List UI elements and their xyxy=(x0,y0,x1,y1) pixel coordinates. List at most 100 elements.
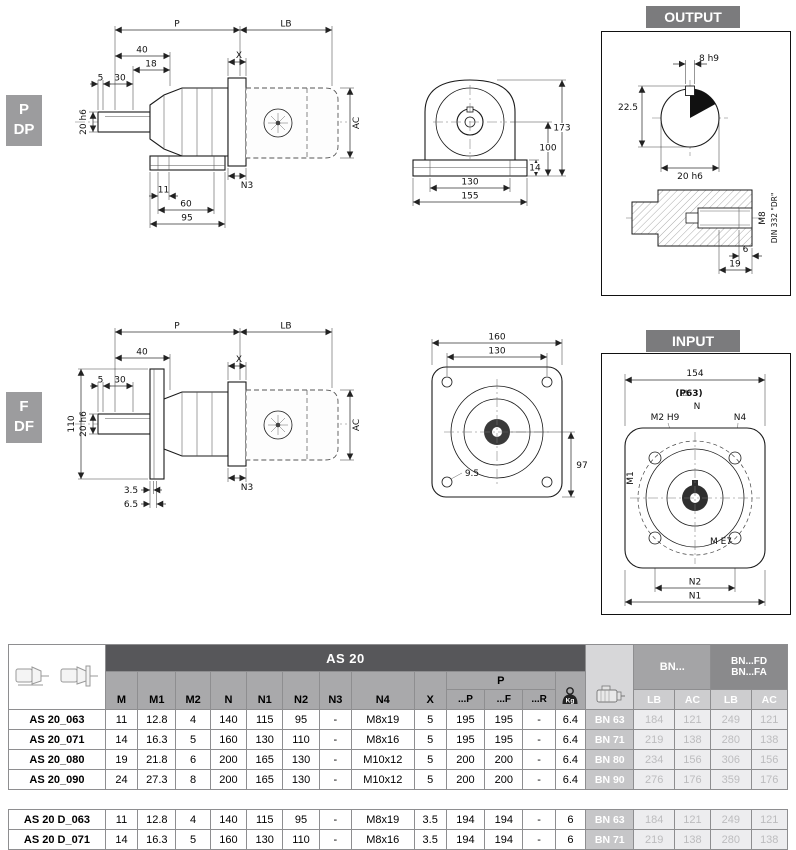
fdf-drawing: P LB 40 X 5 30 20 h6 110 AC N3 3.5 6.5 xyxy=(67,322,588,511)
dim-value: 195 xyxy=(484,709,524,730)
dim-label-173: 173 xyxy=(553,124,570,134)
col-header-n2: N2 xyxy=(282,671,320,710)
dim-value: M10x12 xyxy=(350,769,415,790)
dim-value: 130 xyxy=(246,729,284,750)
dim-value: 5 xyxy=(413,769,447,790)
dim-value: 6.4 xyxy=(554,729,587,750)
dim-value: 5 xyxy=(175,729,211,750)
base-front xyxy=(412,159,528,177)
kg-label: Kg xyxy=(566,698,575,705)
output-detail-drawing: 8 h9 22.5 20 h6 6 19 M8 DIN 332 "DR" xyxy=(618,54,779,274)
dim-value: 12.8 xyxy=(137,709,177,730)
dim-label-6-5: 6.5 xyxy=(124,500,138,510)
dim-value: 130 xyxy=(282,769,320,790)
dim-label-19: 19 xyxy=(729,260,741,270)
row-name: AS 20 D_063 xyxy=(8,809,106,830)
output-shaft xyxy=(97,413,151,435)
dim-value: - xyxy=(522,709,556,730)
dim-label-154: 154 xyxy=(686,369,703,379)
dim-value: 5 xyxy=(413,749,447,770)
dim-label-110: 110 xyxy=(67,415,77,432)
dimensions-table: AS 20 BN... BN xyxy=(8,644,788,850)
dim-label-m2: M2 H9 xyxy=(651,413,680,423)
motor-dim-value: 176 xyxy=(750,769,788,790)
dim-label-n4: N4 xyxy=(734,413,747,423)
dim-label-30: 30 xyxy=(114,74,126,84)
gearbox-housing xyxy=(149,87,229,157)
col-header-m1: M1 xyxy=(137,671,177,710)
mounting-label-dp: DP xyxy=(13,121,35,139)
motor-dim-value: 219 xyxy=(633,829,675,850)
output-drawing-frame: 8 h9 22.5 20 h6 6 19 M8 DIN 332 "DR" xyxy=(601,31,791,296)
dim-value: 6.4 xyxy=(554,749,587,770)
pdp-dimension-lines xyxy=(89,26,354,228)
dim-value: - xyxy=(318,729,352,750)
motor-dim-value: 306 xyxy=(710,749,752,770)
output-flange xyxy=(149,368,165,480)
dim-label-130: 130 xyxy=(461,178,478,188)
dim-value: - xyxy=(318,809,352,830)
dim-value: 195 xyxy=(445,729,486,750)
dim-value: 5 xyxy=(413,729,447,750)
dim-value: - xyxy=(522,809,556,830)
dim-value: 110 xyxy=(282,829,320,850)
input-section-header: INPUT xyxy=(646,330,740,352)
bnfd-header: BN...FD BN...FA xyxy=(710,644,788,690)
dim-value: 115 xyxy=(246,709,284,730)
dim-value: - xyxy=(522,729,556,750)
dim-value: 14 xyxy=(104,829,139,850)
dim-value: 5 xyxy=(413,709,447,730)
pdp-drawing: P LB 40 18 X 5 30 20 h6 AC N3 11 60 95 xyxy=(75,20,571,228)
col-header-pr: ...R xyxy=(522,689,556,710)
dim-value: 21.8 xyxy=(137,749,177,770)
motor-dim-value: 219 xyxy=(633,729,675,750)
mounting-label-pdp: P DP xyxy=(6,95,42,146)
dim-label-9-5: 9.5 xyxy=(465,469,479,479)
dim-label-shaft-dia: 20 h6 xyxy=(677,172,703,182)
dim-value: 194 xyxy=(484,829,524,850)
dim-value: - xyxy=(318,829,352,850)
col-header-pf: ...F xyxy=(484,689,524,710)
col-header-n1: N1 xyxy=(246,671,284,710)
dim-label-155: 155 xyxy=(461,192,478,202)
keyway-slot xyxy=(685,85,695,96)
dim-value: 195 xyxy=(445,709,486,730)
dim-label-60: 60 xyxy=(180,200,192,210)
dim-label-160: 160 xyxy=(488,333,505,343)
fdf-front-view: 160 130 97 9.5 xyxy=(431,333,588,498)
gearbox-housing xyxy=(163,391,229,457)
dim-value: 16.3 xyxy=(137,829,177,850)
pdp-front-view: 14 100 173 130 155 xyxy=(412,79,571,206)
motor-dim-value: 121 xyxy=(673,809,712,830)
dim-value: M8x16 xyxy=(350,829,415,850)
col-header-m2: M2 xyxy=(175,671,211,710)
dim-value: 11 xyxy=(104,709,139,730)
motor-dim-value: 234 xyxy=(633,749,675,770)
dim-value: 200 xyxy=(445,749,486,770)
mounting-label-df: DF xyxy=(14,418,34,436)
dim-label-p63: (P63) xyxy=(675,389,702,399)
dim-value: 6 xyxy=(554,809,587,830)
dim-value: 6.4 xyxy=(554,709,587,730)
dim-value: 165 xyxy=(246,749,284,770)
dim-value: 160 xyxy=(209,729,248,750)
dim-value: 140 xyxy=(209,709,248,730)
motor-dim-value: 184 xyxy=(633,709,675,730)
table-wrapper: AS 20 BN... BN xyxy=(8,644,788,850)
output-section-header: OUTPUT xyxy=(646,6,740,28)
mounting-label-p: P xyxy=(18,101,29,118)
mounting-label-f: F xyxy=(19,398,29,415)
dim-value: 8 xyxy=(175,769,211,790)
input-detail-drawing: 154 ⚠ (P63) N M2 H9 N4 M1 M E7 N2 N1 xyxy=(624,369,766,606)
bnfd-line2: BN...FA xyxy=(731,667,767,678)
motor-dim-value: 276 xyxy=(633,769,675,790)
dim-label-3-5: 3.5 xyxy=(124,486,138,496)
motor-icon-header xyxy=(585,644,635,710)
motor-size: BN 90 xyxy=(585,769,635,790)
dim-value: 3.5 xyxy=(413,809,447,830)
motor-size: BN 63 xyxy=(585,709,635,730)
motor-dim-value: 138 xyxy=(750,729,788,750)
